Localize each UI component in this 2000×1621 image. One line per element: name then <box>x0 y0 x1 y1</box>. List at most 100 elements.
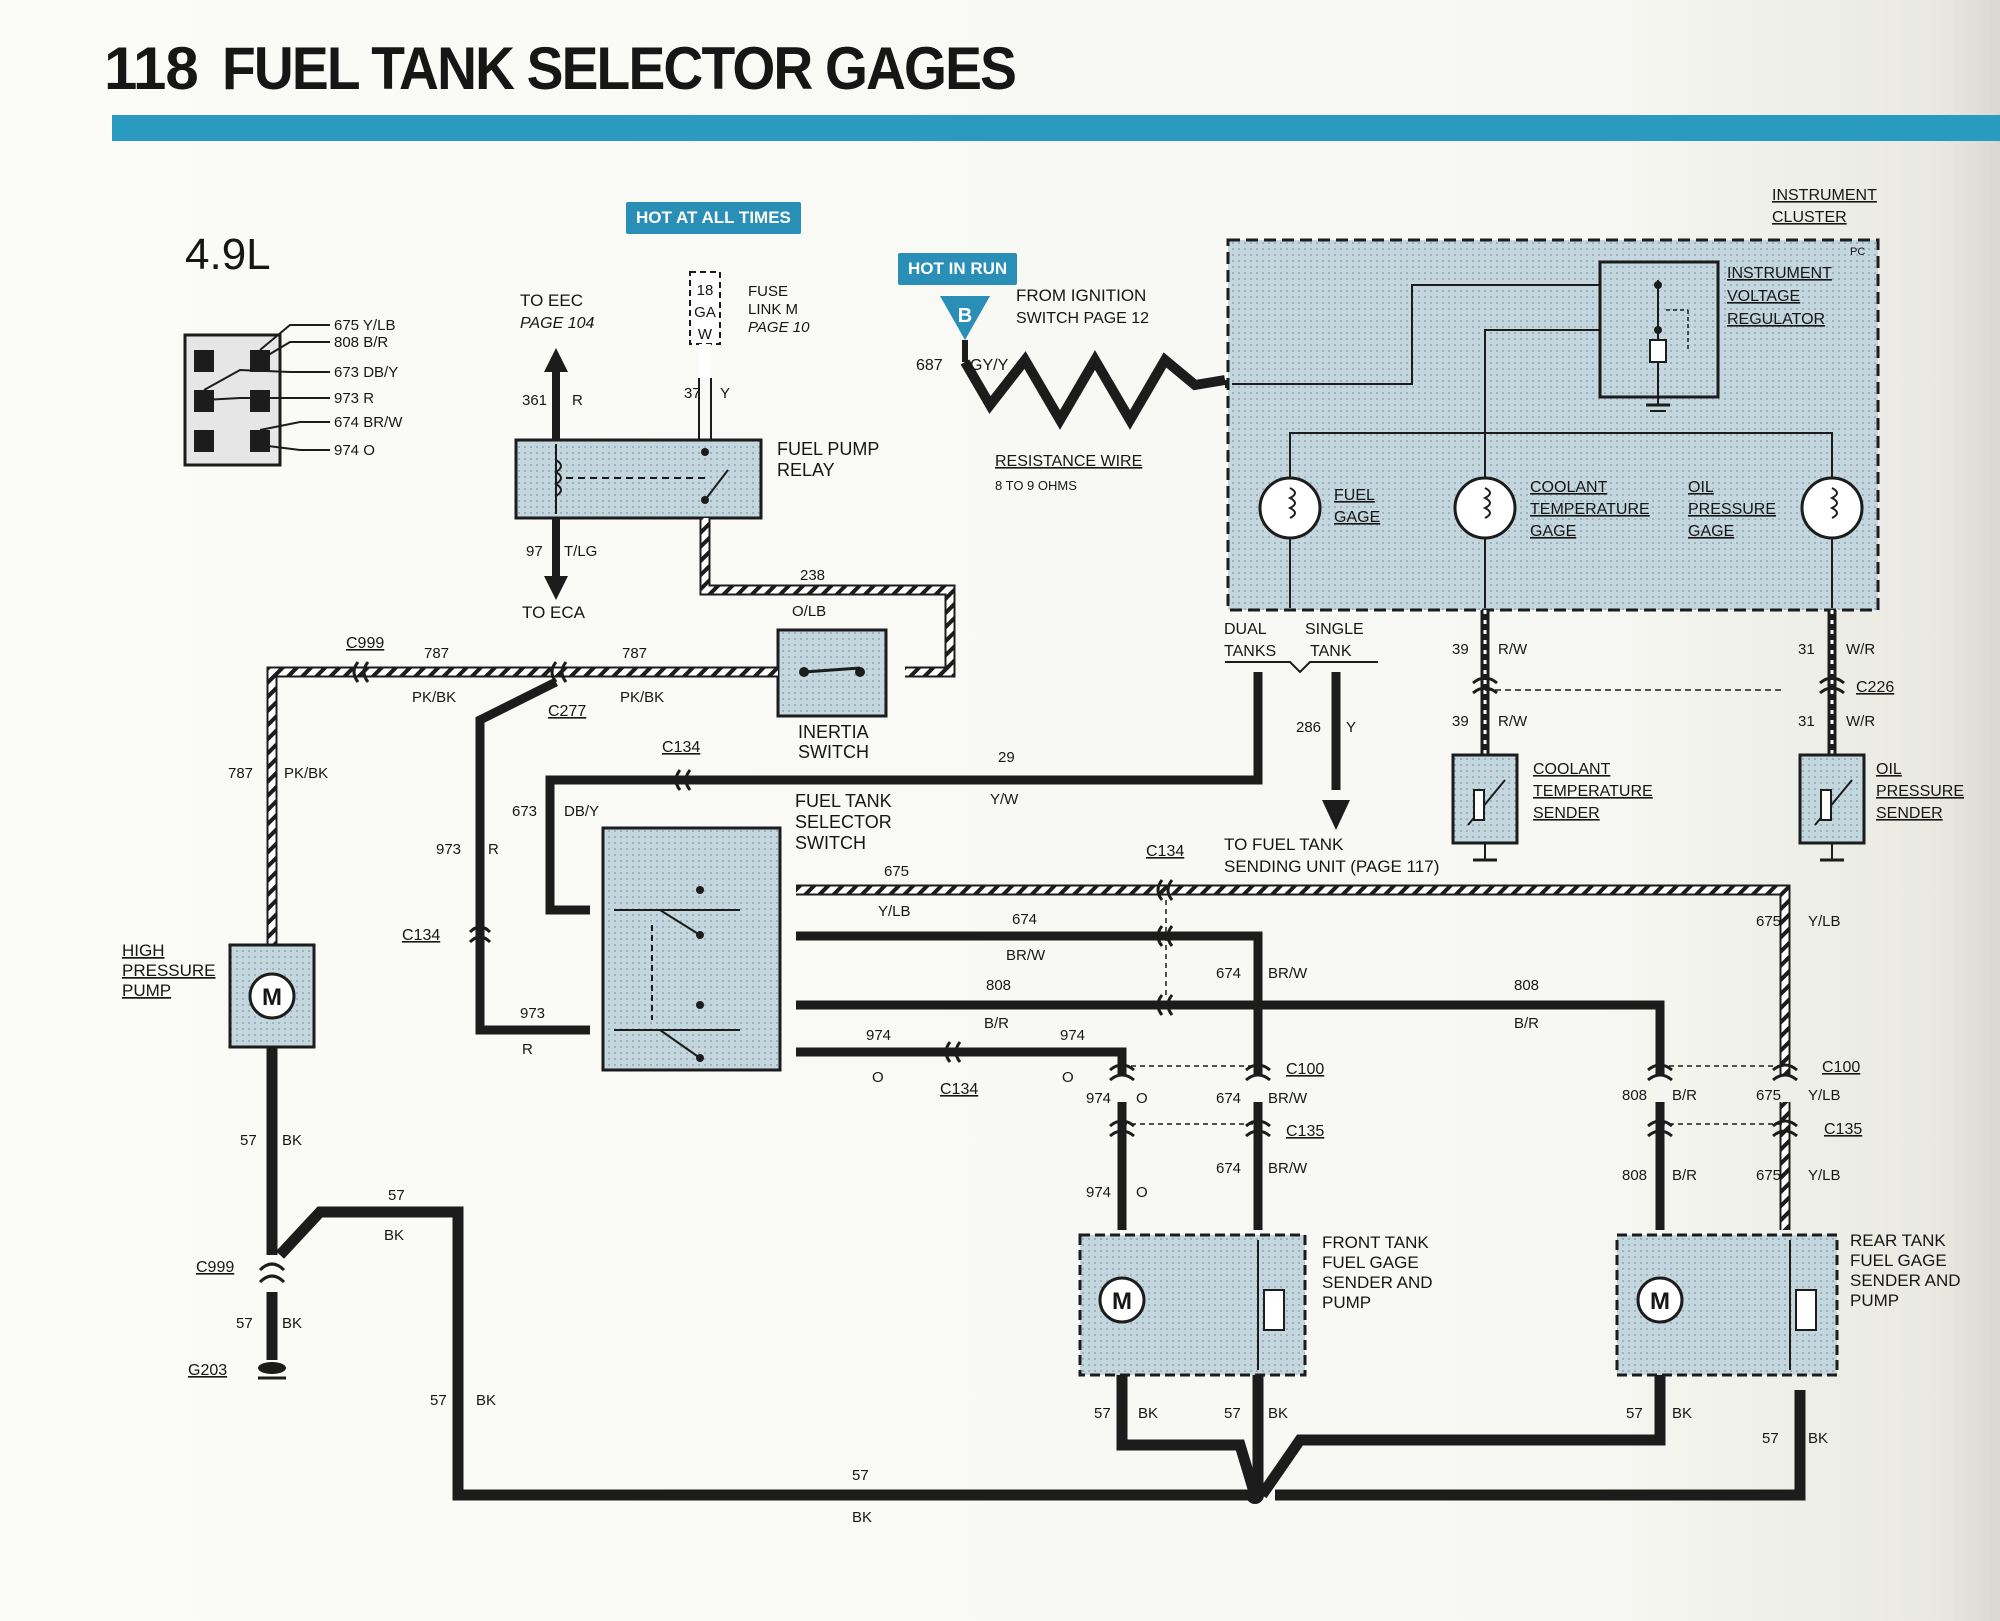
front-tank-sender-and-pump: M FRONT TANK FUEL GAGE SENDER AND PUMP 5… <box>1078 1233 1433 1497</box>
svg-text:SELECTOR: SELECTOR <box>795 812 892 832</box>
svg-text:GY/Y: GY/Y <box>970 357 1009 374</box>
svg-text:286: 286 <box>1296 719 1321 736</box>
svg-text:FUEL GAGE: FUEL GAGE <box>1322 1253 1419 1272</box>
svg-text:C134: C134 <box>940 1081 978 1098</box>
svg-text:39: 39 <box>1452 641 1469 658</box>
svg-text:973: 973 <box>520 1005 545 1022</box>
svg-text:675: 675 <box>884 863 909 880</box>
svg-text:SENDER AND: SENDER AND <box>1850 1271 1961 1290</box>
svg-text:18: 18 <box>697 282 714 299</box>
svg-text:PUMP: PUMP <box>1322 1293 1371 1312</box>
svg-text:OIL: OIL <box>1876 761 1902 778</box>
svg-text:57: 57 <box>388 1187 405 1204</box>
svg-text:Y/LB: Y/LB <box>1808 1167 1841 1184</box>
svg-text:787: 787 <box>228 765 253 782</box>
fuse-link-m: 18 GA W FUSE LINK M PAGE 10 37 Y <box>684 271 810 440</box>
inertia-switch: INERTIA SWITCH <box>776 628 888 762</box>
svg-text:787: 787 <box>622 645 647 662</box>
svg-text:O: O <box>1062 1069 1074 1086</box>
svg-text:8 TO 9 OHMS: 8 TO 9 OHMS <box>995 478 1077 493</box>
wire-674: 674 BR/W 674 BR/W 674 BR/W 674 BR/W <box>796 911 1308 1230</box>
svg-text:674: 674 <box>1216 1090 1241 1107</box>
ground-wire-57: 57 BK 57 BK C999 57 BK G203 57 BK 57 BK <box>188 1047 1806 1526</box>
svg-text:SENDER: SENDER <box>1876 805 1943 822</box>
svg-text:C135: C135 <box>1286 1123 1324 1140</box>
svg-text:TEMPERATURE: TEMPERATURE <box>1530 501 1650 518</box>
fuel-tank-selector-switch: FUEL TANK SELECTOR SWITCH <box>601 791 892 1072</box>
legend-675: 675 Y/LB <box>334 317 395 334</box>
svg-text:GAGE: GAGE <box>1334 509 1380 526</box>
instrument-cluster: INSTRUMENT CLUSTER PC INSTRUMENT VOLTAGE… <box>1226 187 1880 612</box>
svg-text:PK/BK: PK/BK <box>284 765 328 782</box>
svg-text:674: 674 <box>1216 965 1241 982</box>
svg-text:B/R: B/R <box>1672 1087 1697 1104</box>
svg-text:INSTRUMENT: INSTRUMENT <box>1727 265 1832 282</box>
svg-text:T/LG: T/LG <box>564 543 597 560</box>
svg-text:C134: C134 <box>662 739 700 756</box>
svg-text:B/R: B/R <box>1672 1167 1697 1184</box>
svg-text:GAGE: GAGE <box>1688 523 1734 540</box>
svg-text:BR/W: BR/W <box>1006 947 1046 964</box>
svg-text:673: 673 <box>512 803 537 820</box>
svg-text:C135: C135 <box>1824 1121 1862 1138</box>
svg-text:TO FUEL TANK: TO FUEL TANK <box>1224 835 1344 854</box>
svg-text:808: 808 <box>1622 1167 1647 1184</box>
svg-text:O: O <box>1136 1184 1148 1201</box>
svg-text:PUMP: PUMP <box>122 981 171 1000</box>
svg-text:Y/LB: Y/LB <box>1808 913 1841 930</box>
svg-text:29: 29 <box>998 749 1015 766</box>
svg-text:R: R <box>488 841 499 858</box>
svg-text:974: 974 <box>866 1027 891 1044</box>
svg-text:TANK: TANK <box>1310 643 1352 660</box>
svg-text:57: 57 <box>1094 1405 1111 1422</box>
svg-text:INERTIA: INERTIA <box>798 722 869 742</box>
svg-text:31: 31 <box>1798 641 1815 658</box>
svg-text:238: 238 <box>800 567 825 584</box>
engine-label: 4.9L <box>185 230 271 279</box>
svg-text:CLUSTER: CLUSTER <box>1772 209 1847 226</box>
svg-text:R/W: R/W <box>1498 713 1528 730</box>
svg-text:W/R: W/R <box>1846 713 1875 730</box>
svg-text:57: 57 <box>852 1467 869 1484</box>
svg-text:SENDER: SENDER <box>1533 805 1600 822</box>
oil-pressure-sender: 31 W/R C226 31 W/R OIL PRESSURE SENDER <box>1798 610 1964 862</box>
high-pressure-pump: M HIGH PRESSURE PUMP <box>122 941 316 1049</box>
svg-text:TEMPERATURE: TEMPERATURE <box>1533 783 1653 800</box>
svg-text:O: O <box>1136 1090 1148 1107</box>
c134-connector <box>1156 879 1174 1016</box>
legend-974: 974 O <box>334 442 375 459</box>
svg-text:DUAL: DUAL <box>1224 621 1267 638</box>
svg-text:37: 37 <box>684 385 701 402</box>
svg-text:TO ECA: TO ECA <box>522 603 586 622</box>
legend-673: 673 DB/Y <box>334 364 398 381</box>
svg-text:PC: PC <box>1850 246 1865 258</box>
svg-text:SWITCH PAGE 12: SWITCH PAGE 12 <box>1016 310 1149 327</box>
svg-text:FUEL GAGE: FUEL GAGE <box>1850 1251 1947 1270</box>
svg-text:39: 39 <box>1452 713 1469 730</box>
wire-973: C134 973 R 973 R <box>402 677 590 1058</box>
svg-text:974: 974 <box>1086 1184 1111 1201</box>
svg-text:PRESSURE: PRESSURE <box>122 961 216 980</box>
svg-text:OIL: OIL <box>1688 479 1714 496</box>
svg-text:57: 57 <box>1762 1430 1779 1447</box>
svg-text:BK: BK <box>476 1392 496 1409</box>
svg-text:BK: BK <box>1138 1405 1158 1422</box>
svg-text:687: 687 <box>916 357 943 374</box>
svg-text:O/LB: O/LB <box>792 603 826 620</box>
svg-text:FUEL: FUEL <box>1334 487 1375 504</box>
svg-text:BR/W: BR/W <box>1268 1090 1308 1107</box>
legend-674: 674 BR/W <box>334 414 403 431</box>
svg-text:BR/W: BR/W <box>1268 965 1308 982</box>
wire-974: C134 974 O 974 O 974 O 974 O <box>796 1027 1148 1230</box>
svg-text:57: 57 <box>240 1132 257 1149</box>
svg-text:C100: C100 <box>1822 1059 1860 1076</box>
svg-text:FUSE: FUSE <box>748 283 788 300</box>
svg-text:COOLANT: COOLANT <box>1533 761 1611 778</box>
svg-text:PAGE 10: PAGE 10 <box>748 319 810 336</box>
svg-text:REGULATOR: REGULATOR <box>1727 311 1825 328</box>
svg-text:PK/BK: PK/BK <box>620 689 664 706</box>
svg-text:57: 57 <box>1626 1405 1643 1422</box>
svg-text:R: R <box>522 1041 533 1058</box>
